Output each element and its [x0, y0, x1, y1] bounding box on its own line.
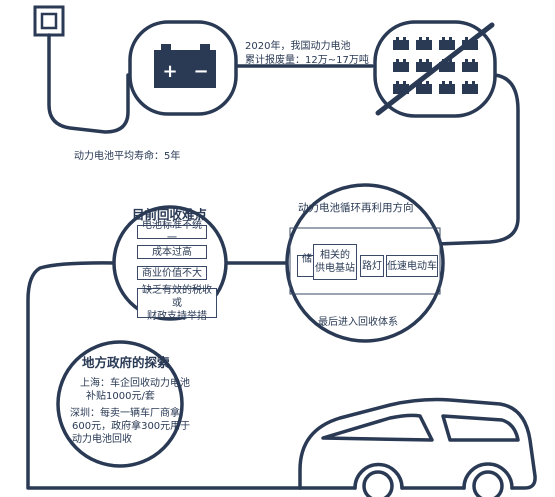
battery-stats-line1: 2020年，我国动力电池 [245, 41, 351, 52]
battery-icon: + − [128, 20, 238, 116]
recycling-item-street-light: 路灯 [360, 255, 384, 277]
difficulty-item-4-line1: 缺乏有效的税收或 [142, 284, 212, 309]
difficulty-item-4: 缺乏有效的税收或 财政支持举措 [137, 285, 217, 322]
difficulty-item-1: 电池标准不统一 [137, 220, 207, 244]
connector-path-3 [435, 73, 520, 246]
difficulties-title: 目前回收难点 [132, 207, 208, 222]
lifespan-label: 动力电池平均寿命：5年 [74, 151, 181, 162]
recycling-title: 动力电池循环再利用方向 [298, 202, 414, 214]
difficulty-item-4-line2: 财政支持举措 [147, 310, 207, 322]
recycling-item-base-station: 相关的 供电基站 [313, 244, 357, 280]
recycling-item-base-station-line1: 相关的 [320, 250, 350, 261]
connector-path-4 [26, 261, 302, 490]
power-socket-icon [33, 5, 65, 37]
shanghai-line1: 上海：车企回收动力电池 [80, 378, 190, 389]
shenzhen-line1: 深圳：每卖一辆车厂商拿 [70, 408, 180, 419]
local-gov-circle [56, 340, 184, 468]
recycling-item-base-station-line2: 供电基站 [315, 263, 355, 274]
car-icon [298, 397, 537, 497]
recycling-bracket [289, 227, 441, 295]
recycling-item-low-speed-ev: 低速电动车 [386, 255, 438, 277]
difficulty-item-3: 商业价值不大 [137, 266, 207, 280]
local-gov-title: 地方政府的探索 [82, 355, 170, 370]
svg-text:−: − [193, 61, 208, 82]
recycling-footer: 最后进入回收体系 [318, 317, 398, 328]
shenzhen-line3: 动力电池回收 [72, 434, 132, 445]
difficulty-item-2: 成本过高 [137, 245, 207, 259]
shanghai-line2: 补贴1000元/套 [86, 391, 155, 402]
shenzhen-line2: 600元，政府拿300元用于 [72, 421, 191, 432]
battery-stats-line2: 累计报废量：12万~17万吨 [245, 55, 369, 66]
connector-path [47, 33, 130, 134]
crossed-batteries-icon [373, 20, 497, 118]
svg-text:+: + [162, 61, 177, 82]
